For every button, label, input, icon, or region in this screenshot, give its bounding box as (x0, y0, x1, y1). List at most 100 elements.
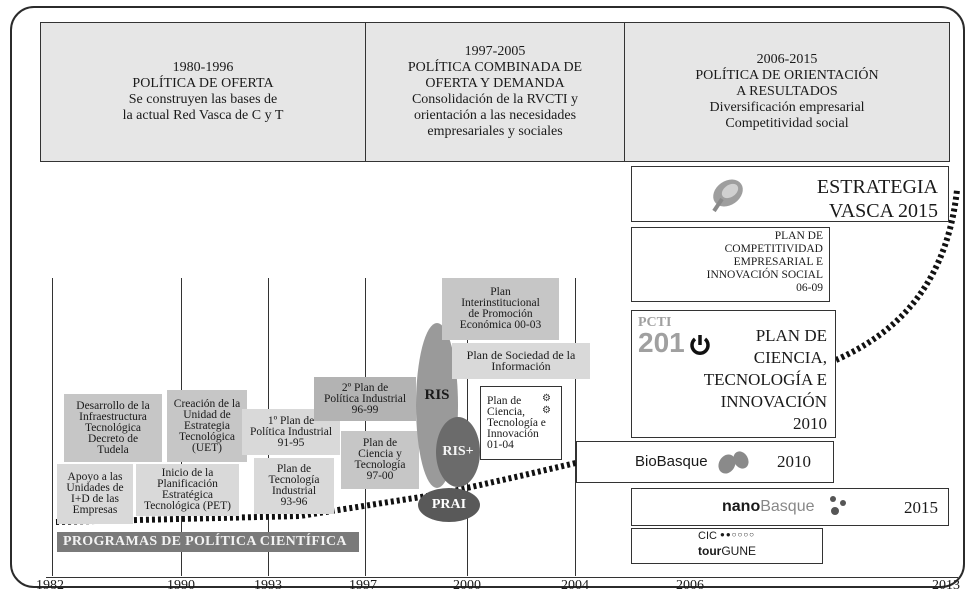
box-line: Ciencia y (358, 448, 402, 460)
period-2006-2015: 2006-2015 POLÍTICA DE ORIENTACIÓN A RESU… (624, 22, 950, 162)
box-line: Tecnología (268, 474, 320, 486)
box-line: Tecnológica (178, 430, 236, 443)
box-line: 96-99 (351, 403, 379, 416)
box-line: de Promoción (468, 308, 533, 320)
box-line: 91-95 (277, 436, 305, 449)
timeline-axis (46, 577, 958, 578)
svg-text:⚙: ⚙ (542, 393, 551, 404)
period-1980-1996: 1980-1996 POLÍTICA DE OFERTA Se construy… (40, 22, 366, 162)
box-line: 1º Plan de (267, 414, 315, 427)
box-estrategia-vasca: ESTRATEGIA VASCA 2015 (631, 166, 949, 222)
box-plan2-industrial: 2º Plan de Política Industrial 96-99 (314, 377, 416, 421)
box-line: I+D de las (71, 493, 119, 505)
cic-brand: CIC (698, 530, 717, 542)
period-line: OFERTA Y DEMANDA (425, 76, 565, 91)
competitividad-line: COMPETITIVIDAD (724, 243, 823, 255)
period-line: Se construyen las bases de (128, 92, 278, 107)
box-line: 97-00 (366, 470, 394, 482)
box-line: Empresas (72, 504, 118, 516)
axis-year: 1982 (36, 578, 64, 593)
competitividad-line: 06-09 (796, 282, 823, 294)
axis-year: 1997 (349, 578, 377, 593)
box-cic-tourgune: CIC ●●○○○○ tourGUNE (631, 528, 823, 564)
nano-year: 2015 (904, 498, 938, 517)
box-nanobasque: nanoBasque 2015 (631, 488, 949, 526)
year-line (52, 278, 53, 576)
box-biobasque: BioBasque 2010 (576, 441, 834, 483)
box-line: 93-96 (280, 496, 308, 508)
box-line: Política Industrial (249, 425, 333, 438)
ris-label: RIS (424, 387, 450, 403)
period-line: Diversificación empresarial (709, 100, 865, 115)
biobasque-brand: BioBasque (635, 453, 708, 470)
year-line (365, 278, 366, 576)
box-line: Planificación (157, 478, 218, 490)
pcti-line: 2010 (793, 414, 827, 433)
axis-year: 1990 (167, 578, 195, 593)
period-line: POLÍTICA DE ORIENTACIÓN (695, 68, 879, 83)
period-line: Competitividad social (725, 116, 849, 131)
power-icon (690, 335, 710, 355)
ellipse-prai: PRAI (418, 488, 480, 522)
box-line: Estrategia (184, 419, 230, 432)
box-line: Tecnológica (PET) (143, 500, 231, 512)
pcti-glyph-icon: ⚙⚙ (542, 393, 551, 416)
box-plan-interinstitucional: Plan Interinstitucional de Promoción Eco… (442, 278, 559, 340)
nano-brand-b: Basque (760, 498, 815, 515)
nano-brand-a: nano (722, 498, 761, 515)
pcti-line: TECNOLOGÍA E (703, 370, 827, 389)
box-pcti-2010: PCTI 201 PLAN DE CIENCIA, TECNOLOGÍA E I… (631, 310, 836, 438)
period-range: 2006-2015 (756, 52, 818, 67)
box-creacion: Creación de la Unidad de Estrategia Tecn… (167, 390, 247, 462)
box-line: Plan de (276, 463, 312, 475)
pcti-line: CIENCIA, (753, 348, 827, 367)
nano-dots-icon (830, 496, 846, 515)
box-line: 01-04 (487, 438, 514, 451)
box-desarrollo: Desarrollo de la Infraestructura Tecnoló… (64, 394, 162, 462)
estrategia-line: ESTRATEGIA (816, 176, 938, 198)
cic-dots: ●●○○○○ (720, 530, 755, 539)
period-line: Consolidación de la RVCTI y (411, 92, 579, 107)
pcti-line: INNOVACIÓN (720, 392, 827, 411)
period-range: 1980-1996 (172, 60, 234, 75)
period-line: POLÍTICA COMBINADA DE (407, 60, 583, 75)
box-line: Infraestructura (79, 410, 147, 423)
box-line: Tecnológica (84, 421, 142, 434)
box-plan-competitividad: PLAN DE COMPETITIVIDAD EMPRESARIAL E INN… (631, 227, 830, 302)
pcti-logo-year: 201 (638, 327, 685, 358)
box-line: Tudela (97, 443, 129, 456)
pcti-line: PLAN DE (755, 326, 827, 345)
period-line: empresariales y sociales (427, 124, 563, 139)
programs-band: PROGRAMAS DE POLÍTICA CIENTÍFICA (57, 532, 359, 552)
ris-plus-label: RIS+ (442, 444, 474, 459)
box-plan-sociedad: Plan de Sociedad de la Información (452, 343, 590, 379)
tourgune-brand-b: GUNE (721, 544, 756, 558)
box-line: Plan (490, 286, 511, 298)
box-line: 2º Plan de (341, 381, 389, 394)
box-line: Decreto de (87, 432, 139, 445)
axis-year: 2000 (453, 578, 481, 593)
box-line: Política Industrial (323, 392, 407, 405)
period-line: POLÍTICA DE OFERTA (132, 76, 274, 91)
satellite-dish-icon (712, 179, 743, 213)
box-line: Interinstitucional (461, 297, 540, 309)
box-line: Desarrollo de la (76, 399, 150, 412)
axis-year: 2013 (932, 578, 960, 593)
box-plan-tecnologia-industrial: Plan de Tecnología Industrial 93-96 (254, 458, 334, 514)
axis-year: 2004 (561, 578, 589, 593)
box-plan-ciencia-innovacion: Plan de Ciencia, Tecnología e Innovación… (480, 386, 562, 460)
box-line: Plan de (487, 394, 522, 407)
box-line: Inicio de la (161, 467, 214, 479)
box-line: (UET) (191, 441, 222, 454)
pcti-logo-top: PCTI (638, 315, 672, 330)
box-line: Estratégica (161, 489, 214, 501)
diagram-frame (10, 6, 965, 588)
axis-year: 2006 (676, 578, 704, 593)
competitividad-line: EMPRESARIAL E (733, 256, 823, 268)
year-line (575, 278, 576, 576)
box-line: Industrial (271, 485, 317, 497)
box-line: Unidad de (183, 408, 231, 421)
box-line: Tecnología e (487, 416, 546, 429)
box-plan-ciencia-tecnologia: Plan de Ciencia y Tecnología 97-00 (341, 431, 419, 489)
box-line: Tecnología (354, 459, 406, 471)
